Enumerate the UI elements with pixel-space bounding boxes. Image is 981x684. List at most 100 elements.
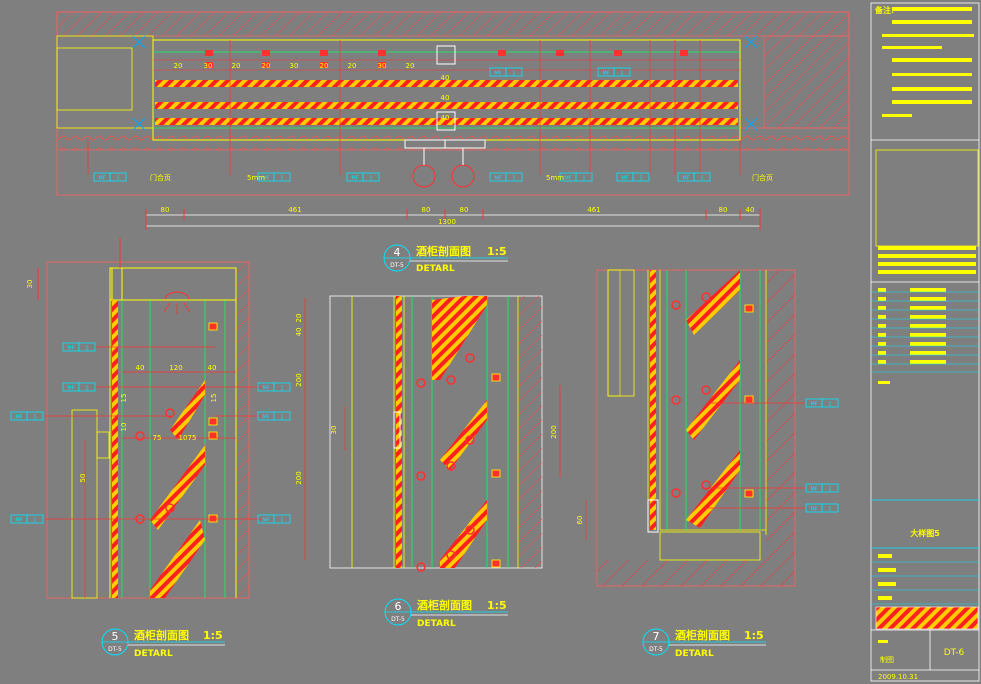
bubble-4-sub: DETARL [416, 264, 455, 274]
section-6-dim-3: 200 [295, 471, 303, 484]
section-5-tag-4-code: MF [262, 386, 269, 392]
section-5-tag-5-code: MF [262, 415, 269, 421]
bubble-6-sub: DETARL [417, 619, 456, 629]
plan-4-tag-6-code: MF [682, 176, 689, 182]
drawing-date: 2009.10.31 [878, 673, 918, 681]
bubble-5-sub: DETARL [134, 649, 173, 659]
bubble-6-scale: 1:5 [487, 599, 507, 612]
section-7-tag-1-code: MF [810, 487, 817, 493]
section-5-tag-1-num: 1 [85, 386, 88, 392]
section-5-dim-0: 30 [26, 280, 34, 289]
section-7-tag-0: MF 1 [805, 398, 839, 408]
drawn-by-label: 制图 [880, 655, 894, 664]
section-5-tag-0-num: 1 [85, 346, 88, 352]
plan-4-small-dim-7: 30 [378, 62, 387, 70]
plan-4-label-5mm-right: 5mm [546, 174, 564, 182]
plan-4-tag-4: MF 1 [559, 172, 593, 182]
bubble-4-title: 酒柜剖面图 [416, 244, 471, 258]
section-6-dim-1: 40 [295, 328, 303, 337]
plan-4-tag-1-code: MF [262, 176, 269, 182]
plan-4-tag-5-code: MF [621, 176, 628, 182]
bubble-7-title: 酒柜剖面图 [675, 628, 730, 642]
section-5-tag-6-num: 1 [280, 518, 283, 524]
plan-4-dim-3: 80 [460, 206, 469, 214]
section-5-tag-3-num: 1 [33, 518, 36, 524]
plan-4-small-dim-10: 40 [441, 94, 450, 102]
plan-4-small-dim-0: 20 [174, 62, 183, 70]
plan-4-tag-1-num: 1 [280, 176, 283, 182]
plan-4-label-hinge-left: 门合页 [150, 173, 171, 182]
plan-4-small-dim-8: 20 [406, 62, 415, 70]
section-5-tag-3-code: MF [15, 518, 22, 524]
plan-4-small-dim-2: 20 [232, 62, 241, 70]
section-6-dim-0: 20 [295, 314, 303, 323]
plan-4-dim-2: 80 [422, 206, 431, 214]
bubble-6-title: 酒柜剖面图 [417, 598, 472, 612]
section-5-tag-4: MF 1 [257, 382, 291, 392]
plan-4-tag-2-num: 1 [369, 176, 372, 182]
sheet-number: DT-6 [944, 648, 965, 658]
plan-4-tag-0-num: 1 [116, 176, 119, 182]
section-5-tag-6-code: MF [262, 518, 269, 524]
plan-4-tag-8-code: MF [602, 71, 609, 77]
section-6-dim-2: 200 [295, 373, 303, 386]
section-6-dim-4: 200 [550, 425, 558, 438]
section-5-tag-3: MF 1 [10, 514, 44, 524]
bubble-7-number: 7 [653, 630, 660, 643]
plan-4-dim-6: 40 [746, 206, 755, 214]
bubble-5-ref: DT-5 [108, 646, 122, 653]
title-bubble-4: 4 DT-5 酒柜剖面图 1:5 DETARL [383, 244, 508, 274]
section-7-tag-2-num: 1 [828, 507, 831, 513]
section-7-tag-2: MF 1 [805, 503, 839, 513]
bubble-6-number: 6 [395, 600, 402, 613]
notes-header: 备注: [874, 5, 894, 15]
plan-4-small-dim-6: 20 [348, 62, 357, 70]
plan-4-small-dim-5: 20 [320, 62, 329, 70]
section-7-tag-1-num: 1 [828, 487, 831, 493]
section-5-tag-4-num: 1 [280, 386, 283, 392]
plan-4-tag-1: MF 1 [257, 172, 291, 182]
plan-4-tag-7-num: 1 [512, 71, 515, 77]
plan-4-tag-2: MF 1 [346, 172, 380, 182]
section-5-dim-8: 75 [188, 434, 197, 442]
plan-4-label-hinge-right: 门合页 [752, 173, 773, 182]
section-5-tag-6: MF 1 [257, 514, 291, 524]
bubble-7-scale: 1:5 [744, 629, 764, 642]
section-7-tag-0-code: MF [810, 402, 817, 408]
plan-4-dim-4: 461 [587, 206, 600, 214]
plan-4-dim-0: 80 [161, 206, 170, 214]
plan-4-tag-4-code: MF [564, 176, 571, 182]
section-5-dim-4: 15 [120, 394, 128, 403]
bubble-5-title: 酒柜剖面图 [134, 628, 189, 642]
bubble-5-number: 5 [112, 630, 119, 643]
section-5-dim-6: 75 [153, 434, 162, 442]
plan-4-tag-3-num: 1 [512, 176, 515, 182]
section-5-tag-5: MF 1 [257, 411, 291, 421]
plan-4-tag-2-code: MF [351, 176, 358, 182]
plan-4-tag-6-num: 1 [700, 176, 703, 182]
section-7-tag-2-code: MF [810, 507, 817, 513]
section-5-dim-1: 40 [136, 364, 145, 372]
plan-4-tag-4-num: 1 [582, 176, 585, 182]
plan-4-tag-7-code: MF [494, 71, 501, 77]
title-bubble-6: 6 DT-5 酒柜剖面图 1:5 DETARL [384, 598, 508, 629]
section-5-tag-2-num: 1 [33, 415, 36, 421]
plan-4-total-dimension: 1300 [438, 218, 456, 226]
plan-4-dim-1: 461 [288, 206, 301, 214]
section-6-dim-5: 30 [330, 426, 338, 435]
plan-4-tag-6: MF 1 [677, 172, 711, 182]
project-name: 大样图5 [910, 528, 940, 538]
plan-4-dim-5: 80 [719, 206, 728, 214]
section-5-dim-10: 50 [79, 474, 87, 483]
section-5-tag-5-num: 1 [280, 415, 283, 421]
bubble-6-ref: DT-5 [391, 616, 405, 623]
bubble-5-scale: 1:5 [203, 629, 223, 642]
section-7-tag-0-num: 1 [828, 402, 831, 408]
